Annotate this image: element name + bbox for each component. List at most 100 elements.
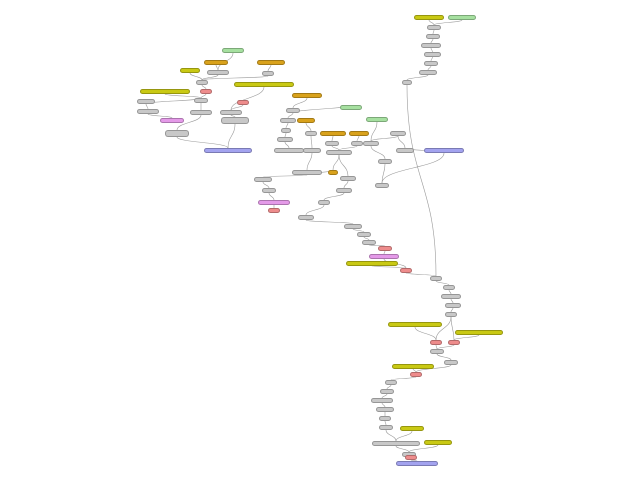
graph-node[interactable]: [140, 89, 190, 94]
graph-node[interactable]: [180, 68, 200, 73]
graph-node[interactable]: [400, 426, 424, 431]
graph-node[interactable]: [204, 60, 228, 65]
graph-node[interactable]: [221, 117, 249, 124]
graph-node[interactable]: [292, 170, 322, 175]
graph-node[interactable]: [303, 148, 321, 153]
graph-node[interactable]: [388, 322, 442, 327]
graph-node[interactable]: [366, 117, 388, 122]
graph-node[interactable]: [444, 360, 458, 365]
graph-node[interactable]: [137, 99, 155, 104]
graph-node[interactable]: [325, 141, 339, 146]
graph-node[interactable]: [137, 109, 159, 114]
graph-node[interactable]: [318, 200, 330, 205]
graph-node[interactable]: [328, 170, 338, 175]
graph-node[interactable]: [363, 141, 379, 146]
graph-node[interactable]: [194, 98, 208, 103]
graph-node[interactable]: [441, 294, 461, 299]
graph-node[interactable]: [204, 148, 252, 153]
graph-node[interactable]: [351, 141, 363, 146]
graph-node[interactable]: [340, 176, 356, 181]
graph-node[interactable]: [344, 224, 362, 229]
graph-node[interactable]: [443, 285, 455, 290]
graph-node[interactable]: [277, 137, 293, 142]
graph-node[interactable]: [372, 441, 420, 446]
graph-node[interactable]: [378, 246, 392, 251]
graph-node[interactable]: [220, 110, 242, 115]
graph-node[interactable]: [237, 100, 249, 105]
graph-edge: [305, 219, 354, 225]
graph-edge: [381, 152, 445, 184]
graph-node[interactable]: [455, 330, 503, 335]
graph-node[interactable]: [385, 380, 397, 385]
graph-node[interactable]: [445, 312, 457, 317]
graph-node[interactable]: [445, 303, 461, 308]
graph-node[interactable]: [379, 416, 391, 421]
graph-node[interactable]: [424, 61, 438, 66]
graph-node[interactable]: [268, 208, 280, 213]
graph-node[interactable]: [379, 425, 393, 430]
graph-edge: [397, 135, 406, 149]
graph-node[interactable]: [448, 15, 476, 20]
graph-node[interactable]: [234, 82, 294, 87]
graph-node[interactable]: [424, 52, 441, 57]
graph-node[interactable]: [336, 188, 352, 193]
graph-node[interactable]: [196, 80, 208, 85]
graph-node[interactable]: [258, 200, 290, 205]
graph-edge: [436, 344, 455, 350]
graph-node[interactable]: [421, 43, 441, 48]
graph-node[interactable]: [346, 261, 398, 266]
graph-node[interactable]: [297, 118, 315, 123]
graph-node[interactable]: [414, 15, 444, 20]
graph-node[interactable]: [375, 183, 389, 188]
graph-node[interactable]: [419, 70, 437, 75]
graph-node[interactable]: [165, 130, 189, 137]
graph-node[interactable]: [262, 188, 276, 193]
graph-node[interactable]: [340, 105, 362, 110]
graph-node[interactable]: [190, 110, 212, 115]
graph-node[interactable]: [292, 93, 322, 98]
graph-node[interactable]: [430, 349, 444, 354]
graph-node[interactable]: [392, 364, 434, 369]
graph-node[interactable]: [280, 118, 296, 123]
graph-node[interactable]: [369, 254, 399, 259]
graph-edge: [147, 113, 173, 119]
graph-node[interactable]: [207, 70, 229, 75]
graph-node[interactable]: [427, 25, 441, 30]
graph-node[interactable]: [286, 108, 300, 113]
graph-node[interactable]: [262, 71, 274, 76]
graph-node[interactable]: [380, 389, 394, 394]
graph-node[interactable]: [396, 148, 414, 153]
graph-node[interactable]: [405, 455, 417, 460]
graph-edge: [435, 316, 452, 341]
graph-node[interactable]: [426, 34, 440, 39]
graph-node[interactable]: [424, 148, 464, 153]
graph-node[interactable]: [402, 80, 412, 85]
graph-node[interactable]: [430, 276, 442, 281]
graph-node[interactable]: [390, 131, 406, 136]
graph-node[interactable]: [254, 177, 272, 182]
graph-node[interactable]: [424, 440, 452, 445]
graph-node[interactable]: [376, 407, 394, 412]
graph-edge: [306, 152, 313, 171]
graph-node[interactable]: [305, 131, 317, 136]
graph-node[interactable]: [326, 150, 352, 155]
graph-node[interactable]: [400, 268, 412, 273]
graph-node[interactable]: [298, 215, 314, 220]
graph-node[interactable]: [349, 131, 369, 136]
graph-node[interactable]: [222, 48, 244, 53]
graph-node[interactable]: [378, 159, 392, 164]
graph-node[interactable]: [371, 398, 393, 403]
graph-node[interactable]: [357, 232, 371, 237]
graph-node[interactable]: [362, 240, 376, 245]
graph-node[interactable]: [200, 89, 212, 94]
graph-node[interactable]: [410, 372, 422, 377]
graph-node[interactable]: [274, 148, 304, 153]
graph-node[interactable]: [430, 340, 442, 345]
graph-node[interactable]: [320, 131, 346, 136]
graph-node[interactable]: [396, 461, 438, 466]
graph-node[interactable]: [448, 340, 460, 345]
graph-node[interactable]: [160, 118, 184, 123]
graph-node[interactable]: [281, 128, 291, 133]
graph-node[interactable]: [257, 60, 285, 65]
graph-edge: [414, 326, 437, 341]
